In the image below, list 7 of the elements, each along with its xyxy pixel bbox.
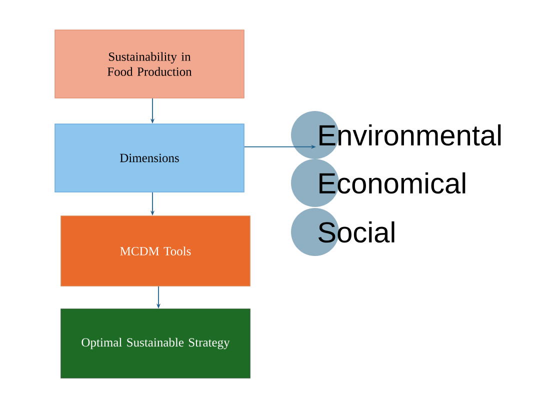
process-box: MCDM Tools (60, 216, 250, 286)
category-label: Environmental (320, 124, 501, 146)
process-box: Optimal Sustainable Strategy (60, 308, 250, 378)
process-box: Dimensions (54, 124, 244, 192)
category-label: Social (318, 221, 394, 243)
process-box: Sustainability in Food Production (54, 30, 244, 98)
category-label: Economical (320, 172, 466, 194)
